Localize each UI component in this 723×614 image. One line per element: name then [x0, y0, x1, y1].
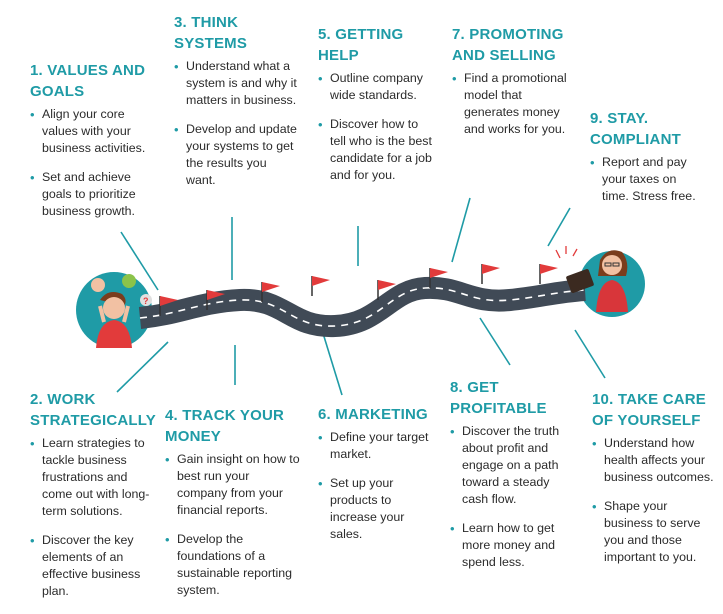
- flag-icon: [429, 268, 448, 288]
- step-title-line: STRATEGICALLY: [30, 412, 156, 429]
- step-title-line: 1. VALUES AND: [30, 62, 146, 79]
- step-title-line: 2. WORK: [30, 391, 96, 408]
- step-title: 5. GETTING HELP: [318, 24, 433, 66]
- bullet-item: Find a promotional model that generates …: [452, 70, 567, 138]
- flag-icon: [159, 296, 178, 316]
- connector-line-7: [451, 197, 471, 263]
- step-bullets: Outline company wide standards. Discover…: [318, 70, 433, 184]
- step-title: 6. MARKETING: [318, 404, 438, 425]
- bullet-item: Develop the foundations of a sustainable…: [165, 531, 300, 599]
- step-title-line: AND SELLING: [452, 47, 556, 64]
- step-title-line: 10. TAKE CARE: [592, 391, 707, 408]
- bullet-item: Report and pay your taxes on time. Stres…: [590, 154, 700, 205]
- step-title-line: 9. STAY.: [590, 110, 649, 127]
- bullet-item: Gain insight on how to best run your com…: [165, 451, 300, 519]
- step-10: 10. TAKE CARE OF YOURSELF Understand how…: [592, 389, 717, 578]
- bullet-item: Understand how health affects your busin…: [592, 435, 717, 486]
- step-title-line: SYSTEMS: [174, 35, 248, 52]
- road-stripe: [139, 287, 586, 327]
- step-5: 5. GETTING HELP Outline company wide sta…: [318, 24, 433, 196]
- step-bullets: Understand what a system is and why it m…: [174, 58, 299, 189]
- flag-icon: [539, 264, 558, 284]
- stressed-person-icon: ?: [91, 274, 152, 348]
- step-title-line: 4. TRACK YOUR: [165, 407, 285, 424]
- step-title: 4. TRACK YOUR MONEY: [165, 405, 300, 447]
- step-title-line: OF YOURSELF: [592, 412, 701, 429]
- bullet-item: Shape your business to serve you and tho…: [592, 498, 717, 566]
- step-title-line: 8. GET: [450, 379, 499, 396]
- connector-line-1: [120, 231, 159, 291]
- step-3: 3. THINK SYSTEMS Understand what a syste…: [174, 12, 299, 201]
- bullet-item: Discover how to tell who is the best can…: [318, 116, 433, 184]
- step-8: 8. GET PROFITABLE Discover the truth abo…: [450, 377, 575, 583]
- step-bullets: Learn strategies to tackle business frus…: [30, 435, 160, 600]
- bullet-item: Understand what a system is and why it m…: [174, 58, 299, 109]
- step-title-line: 7. PROMOTING: [452, 26, 564, 43]
- connector-line-8: [479, 317, 511, 366]
- step-title: 9. STAY. COMPLIANT: [590, 108, 700, 150]
- step-title-line: GOALS: [30, 83, 85, 100]
- bullet-item: Outline company wide standards.: [318, 70, 433, 104]
- svg-text:?: ?: [143, 296, 149, 306]
- flags: [159, 264, 558, 316]
- step-title-line: MONEY: [165, 428, 222, 445]
- bullet-item: Discover the truth about profit and enga…: [450, 423, 575, 508]
- bullet-item: Develop and update your systems to get t…: [174, 121, 299, 189]
- step-title-line: 5. GETTING: [318, 26, 404, 43]
- step-9: 9. STAY. COMPLIANT Report and pay your t…: [590, 108, 700, 217]
- step-bullets: Align your core values with your busines…: [30, 106, 160, 220]
- step-bullets: Find a promotional model that generates …: [452, 70, 567, 138]
- step-2: 2. WORK STRATEGICALLY Learn strategies t…: [30, 389, 160, 612]
- bullet-item: Discover the key elements of an effectiv…: [30, 532, 160, 600]
- connector-line-10: [574, 329, 606, 379]
- step-7: 7. PROMOTING AND SELLING Find a promotio…: [452, 24, 567, 150]
- connector-lines: [116, 197, 606, 396]
- step-title: 10. TAKE CARE OF YOURSELF: [592, 389, 717, 431]
- bullet-item: Learn strategies to tackle business frus…: [30, 435, 160, 520]
- bullet-item: Set and achieve goals to prioritize busi…: [30, 169, 160, 220]
- step-title: 7. PROMOTING AND SELLING: [452, 24, 567, 66]
- bullet-item: Define your target market.: [318, 429, 438, 463]
- step-bullets: Define your target market. Set up your p…: [318, 429, 438, 543]
- flag-icon: [481, 264, 500, 284]
- bullet-item: Align your core values with your busines…: [30, 106, 160, 157]
- bullet-item: Set up your products to increase your sa…: [318, 475, 438, 543]
- step-title: 3. THINK SYSTEMS: [174, 12, 299, 54]
- step-bullets: Understand how health affects your busin…: [592, 435, 717, 566]
- flag-icon: [206, 290, 225, 310]
- step-6: 6. MARKETING Define your target market. …: [318, 404, 438, 555]
- connector-line-9: [547, 207, 571, 247]
- bullet-item: Learn how to get more money and spend le…: [450, 520, 575, 571]
- step-title-line: HELP: [318, 47, 359, 64]
- step-1: 1. VALUES AND GOALS Align your core valu…: [30, 60, 160, 232]
- step-title-line: PROFITABLE: [450, 400, 547, 417]
- connector-line-2: [116, 341, 169, 393]
- step-bullets: Discover the truth about profit and enga…: [450, 423, 575, 571]
- step-title-line: COMPLIANT: [590, 131, 681, 148]
- step-title: 1. VALUES AND GOALS: [30, 60, 160, 102]
- step-title: 2. WORK STRATEGICALLY: [30, 389, 160, 431]
- step-bullets: Report and pay your taxes on time. Stres…: [590, 154, 700, 205]
- calm-person-icon: [555, 246, 628, 312]
- step-bullets: Gain insight on how to best run your com…: [165, 451, 300, 599]
- flag-icon: [311, 276, 330, 296]
- step-title-line: 3. THINK: [174, 14, 239, 31]
- step-title: 8. GET PROFITABLE: [450, 377, 575, 419]
- step-title-line: 6. MARKETING: [318, 406, 428, 423]
- flag-icon: [261, 282, 280, 302]
- flag-icon: [377, 280, 396, 300]
- connector-line-6: [321, 329, 343, 396]
- step-4: 4. TRACK YOUR MONEY Gain insight on how …: [165, 405, 300, 611]
